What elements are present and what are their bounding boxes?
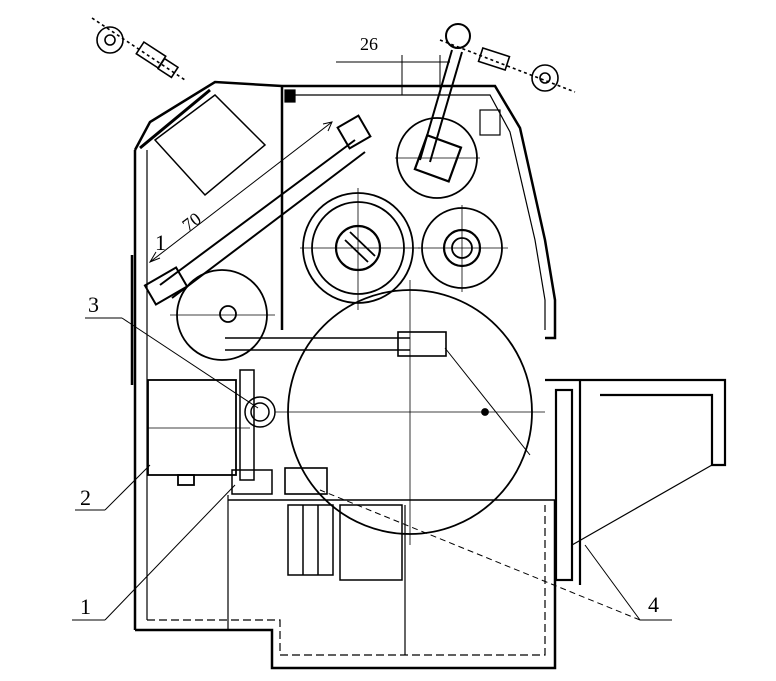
callout-3: 3 [88, 292, 99, 317]
dimension-70-line [150, 122, 332, 262]
discharge-chute [545, 380, 725, 585]
dimension-26-line [336, 55, 450, 95]
feed-arm [145, 116, 370, 305]
gear-assembly [232, 370, 275, 494]
housing-inner-wall [147, 90, 545, 655]
leader-lines [72, 318, 672, 620]
upper-roller-right [418, 205, 508, 292]
upper-roller-left [300, 188, 420, 310]
callout-1-top: 1 [155, 230, 166, 255]
lower-supports [228, 500, 555, 580]
dimension-26-text: 26 [360, 34, 378, 54]
callout-1-bottom: 1 [80, 594, 91, 619]
dimension-70-text: 70 [178, 208, 204, 235]
spring-hanger-left [92, 18, 185, 80]
top-roller [395, 118, 480, 198]
callout-4: 4 [648, 592, 659, 617]
feed-hopper [140, 90, 265, 195]
callout-2: 2 [80, 485, 91, 510]
